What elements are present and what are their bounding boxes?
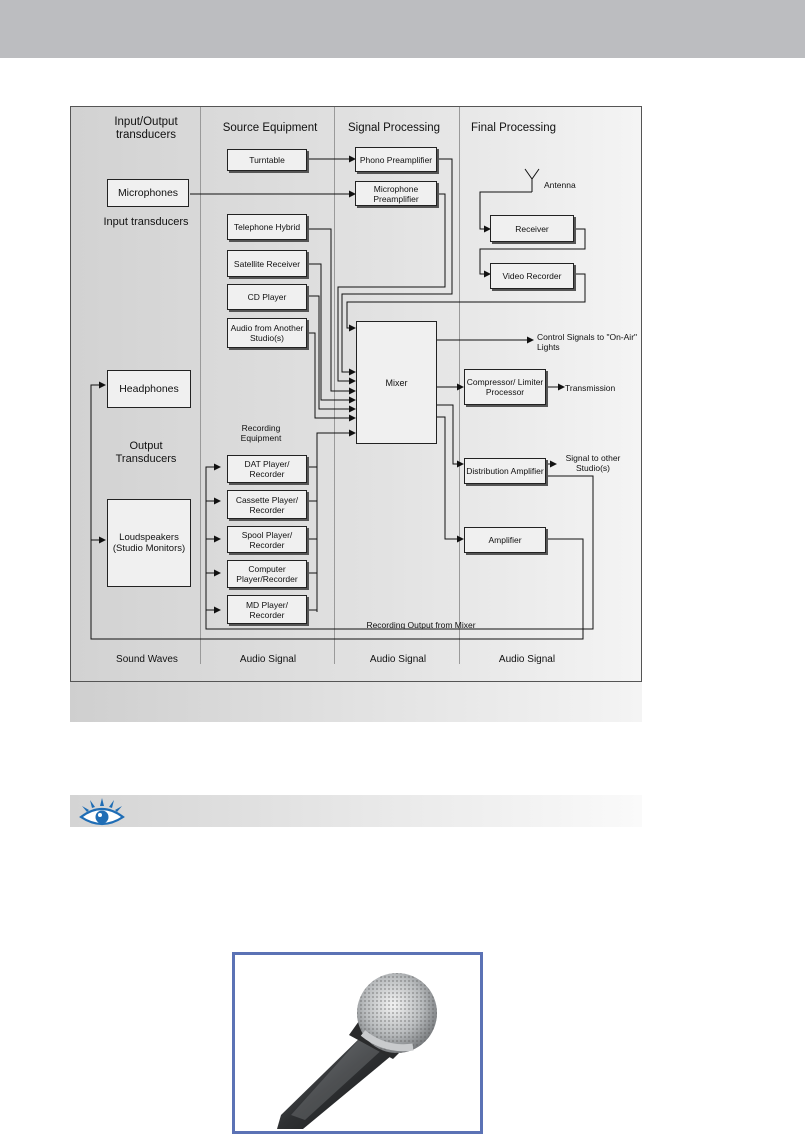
header-source-equipment: Source Equipment bbox=[222, 122, 318, 134]
microphones-box: Microphones bbox=[107, 179, 189, 207]
label-signal-to-other-studios: Signal to other Studio(s) bbox=[565, 453, 621, 473]
broadcast-signal-flow-diagram: Input/Output transducers Source Equipmen… bbox=[70, 106, 642, 682]
signal-wires bbox=[90, 155, 594, 640]
label-antenna: Antenna bbox=[544, 180, 576, 190]
md-player-box: MD Player/ Recorder bbox=[227, 595, 307, 624]
figure-caption-band bbox=[70, 682, 642, 722]
satellite-receiver-box: Satellite Receiver bbox=[227, 250, 307, 277]
video-recorder-box: Video Recorder bbox=[490, 263, 574, 289]
cd-player-box: CD Player bbox=[227, 284, 307, 310]
label-transmission: Transmission bbox=[565, 383, 616, 393]
label-control-signals: Control Signals to "On-Air" Lights bbox=[537, 332, 638, 352]
label-output-transducers: Output Transducers bbox=[115, 440, 177, 465]
header-final-processing: Final Processing bbox=[471, 122, 557, 134]
column-divider bbox=[200, 107, 201, 664]
loudspeakers-box: Loudspeakers (Studio Monitors) bbox=[107, 499, 191, 587]
dat-player-box: DAT Player/ Recorder bbox=[227, 455, 307, 483]
microphone-photo-frame bbox=[232, 952, 483, 1134]
turntable-box: Turntable bbox=[227, 149, 307, 171]
column-divider bbox=[334, 107, 335, 664]
receiver-box: Receiver bbox=[490, 215, 574, 242]
footer-audio-signal: Audio Signal bbox=[239, 654, 297, 665]
label-recording-output: Recording Output from Mixer bbox=[366, 620, 476, 630]
audio-from-studio-box: Audio from Another Studio(s) bbox=[227, 318, 307, 348]
computer-player-box: Computer Player/Recorder bbox=[227, 560, 307, 588]
amplifier-box: Amplifier bbox=[464, 527, 546, 553]
label-recording-equipment: Recording Equipment bbox=[240, 423, 282, 443]
footer-audio-signal: Audio Signal bbox=[369, 654, 427, 665]
compressor-limiter-box: Compressor/ Limiter Processor bbox=[464, 369, 546, 405]
microphone-photo bbox=[277, 973, 437, 1129]
footer-audio-signal: Audio Signal bbox=[498, 654, 556, 665]
label-input-transducers: Input transducers bbox=[103, 216, 189, 228]
eye-icon bbox=[79, 798, 125, 826]
header-input-output-transducers: Input/Output transducers bbox=[114, 116, 178, 141]
phono-preamplifier-box: Phono Preamplifier bbox=[355, 147, 437, 172]
header-signal-processing: Signal Processing bbox=[347, 122, 441, 134]
mixer-box: Mixer bbox=[356, 321, 437, 444]
tip-band bbox=[70, 795, 642, 827]
spool-player-box: Spool Player/ Recorder bbox=[227, 526, 307, 553]
telephone-hybrid-box: Telephone Hybrid bbox=[227, 214, 307, 240]
microphone-preamplifier-box: Microphone Preamplifier bbox=[355, 181, 437, 206]
distribution-amplifier-box: Distribution Amplifier bbox=[464, 458, 546, 484]
footer-sound-waves: Sound Waves bbox=[116, 654, 178, 665]
page-header-bar bbox=[0, 0, 805, 58]
headphones-box: Headphones bbox=[107, 370, 191, 408]
cassette-player-box: Cassette Player/ Recorder bbox=[227, 490, 307, 519]
